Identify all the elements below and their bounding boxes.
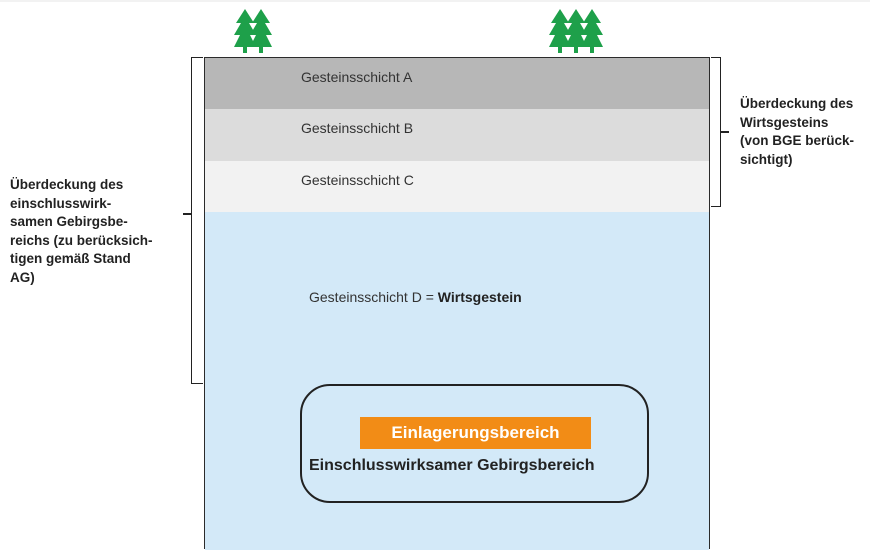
tree-icon <box>581 9 603 53</box>
annotation-right: Überdeckung des Wirtsgesteins (von BGE b… <box>740 95 870 169</box>
layer-d-label: Gesteinsschicht D = Wirtsgestein <box>309 289 522 305</box>
layer-a: Gesteinsschicht A <box>205 58 709 109</box>
annotation-right-line: sichtigt) <box>740 151 793 167</box>
layer-d-host-rock: Wirtsgestein <box>437 289 522 305</box>
layer-b-label: Gesteinsschicht B <box>301 120 414 136</box>
annotation-left: Überdeckung des einschlusswirk- samen Ge… <box>10 176 180 287</box>
annotation-right-line: (von BGE berück- <box>740 133 855 148</box>
bracket-left <box>191 57 203 384</box>
tree-group-right <box>549 9 603 53</box>
layer-a-label: Gesteinsschicht A <box>301 69 413 85</box>
annotation-left-line: tigen gemäß Stand <box>10 251 131 266</box>
layer-c: Gesteinsschicht C <box>205 161 709 212</box>
annotation-left-line: einschlusswirk- <box>10 195 112 211</box>
tree-icon <box>250 9 272 53</box>
tree-icon <box>549 9 571 53</box>
annotation-right-line: Überdeckung des <box>740 96 854 111</box>
bracket-right-tick <box>721 131 729 133</box>
annotation-left-line: Überdeckung des <box>10 177 124 192</box>
ewg-container: Einlagerungsbereich Einschlusswirksamer … <box>300 384 649 503</box>
annotation-left-line: AG) <box>10 269 35 285</box>
annotation-left-line: samen Gebirgsbe- <box>10 214 128 229</box>
layer-d: Gesteinsschicht D = Wirtsgestein Einlage… <box>205 212 709 550</box>
einlagerung-box: Einlagerungsbereich <box>360 417 591 449</box>
layer-diagram: Gesteinsschicht A Gesteinsschicht B Gest… <box>204 57 710 550</box>
tree-group-left <box>234 9 272 53</box>
layer-b: Gesteinsschicht B <box>205 109 709 161</box>
annotation-right-line: Wirtsgesteins <box>740 114 829 130</box>
tree-icon <box>234 9 256 53</box>
layer-d-prefix: Gesteinsschicht D = <box>309 289 438 305</box>
bracket-right <box>711 57 721 207</box>
ewg-label: Einschlusswirksamer Gebirgsbereich <box>309 457 595 474</box>
annotation-left-line: reichs (zu berücksich- <box>10 232 153 248</box>
layer-c-label: Gesteinsschicht C <box>301 172 414 188</box>
tree-icon <box>565 9 587 53</box>
top-divider <box>0 0 870 2</box>
bracket-left-tick <box>183 213 191 215</box>
